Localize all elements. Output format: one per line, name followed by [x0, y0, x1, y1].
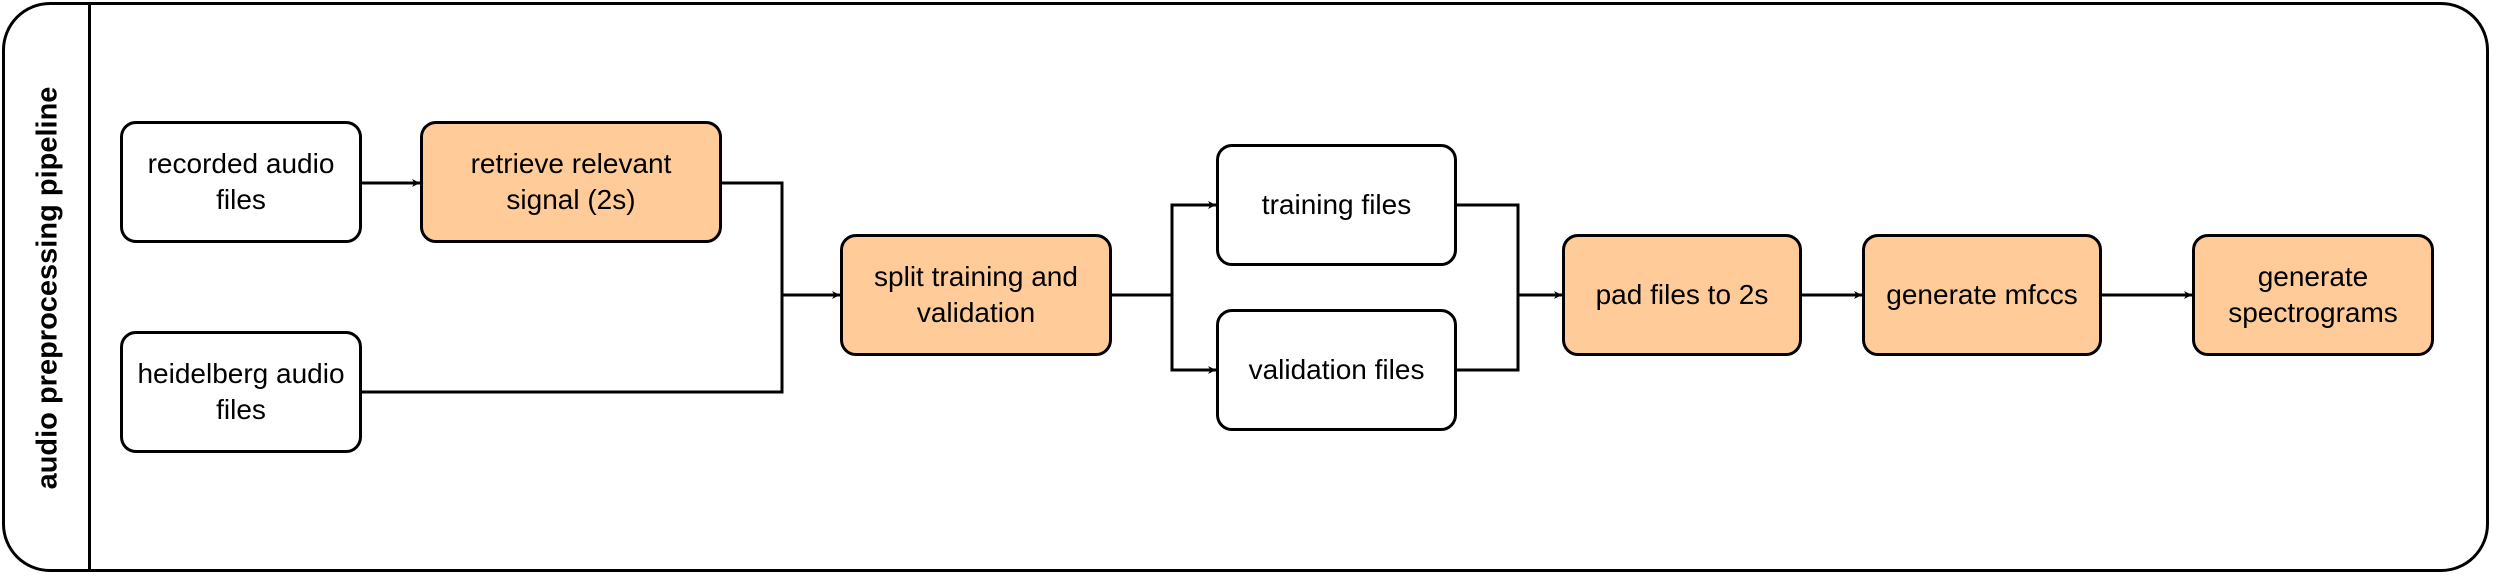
node-heidelberg-audio-files: heidelberg audio files	[120, 331, 362, 453]
node-recorded-audio-files: recorded audio files	[120, 121, 362, 243]
edge-retrieve-to-split	[722, 181, 840, 299]
edge-validation-to-pad	[1457, 295, 1520, 372]
node-generate-spectrograms: generate spectrograms	[2192, 234, 2434, 356]
node-generate-mfccs: generate mfccs	[1862, 234, 2102, 356]
node-label: generate mfccs	[1886, 279, 2078, 310]
node-split-training-validation: split training and validation	[840, 234, 1112, 356]
lane-divider	[88, 4, 91, 571]
node-training-files: training files	[1216, 144, 1457, 266]
node-label: validation files	[1248, 354, 1425, 385]
node-label: heidelberg audio files	[137, 358, 345, 425]
node-label: pad files to 2s	[1595, 279, 1769, 310]
edge-split-to-validation	[1170, 295, 1216, 374]
node-retrieve-relevant-signal: retrieve relevant signal (2s)	[420, 121, 722, 243]
node-label: split training and validation	[874, 261, 1078, 328]
node-validation-files: validation files	[1216, 309, 1457, 431]
node-label: retrieve relevant signal (2s)	[470, 148, 672, 215]
node-pad-files: pad files to 2s	[1562, 234, 1802, 356]
edge-split-to-training	[1112, 201, 1216, 297]
edge-heidelberg-to-split	[362, 295, 784, 394]
edge-training-to-pad	[1457, 203, 1562, 299]
node-label: training files	[1261, 189, 1412, 220]
node-label: recorded audio files	[147, 148, 335, 215]
node-label: generate spectrograms	[2228, 261, 2398, 328]
